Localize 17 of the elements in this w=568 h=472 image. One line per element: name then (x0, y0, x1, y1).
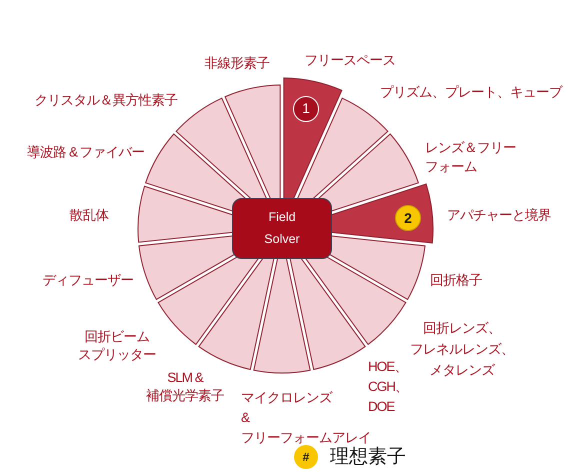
solver-box: Field Solver (232, 198, 332, 259)
legend-symbol: # (302, 450, 310, 464)
segment-label: HOE、CGH、DOE (368, 358, 408, 416)
segment-label: 回折ビームスプリッター (78, 328, 156, 364)
segment-label: ディフューザー (42, 272, 134, 290)
segment-label: アパチャーと境界 (447, 206, 551, 224)
segment-label: レンズ＆フリーフォーム (425, 139, 516, 176)
segment-label: 散乱体 (70, 206, 108, 224)
segment-label: プリズム、プレート、キューブ (380, 84, 562, 102)
segment-label: クリスタル＆異方性素子 (34, 92, 178, 110)
segment-label: 導波路 & ファイバー (27, 144, 145, 162)
segment-label: 回折格子 (430, 272, 482, 290)
segment-label: 非線形素子 (204, 54, 270, 72)
legend-label: 理想素子 (330, 446, 406, 468)
segment-label: 回折レンズ、フレネルレンズ、メタレンズ (410, 320, 514, 380)
segment-label: フリースペース (304, 52, 396, 70)
segment-label: SLM & 補償光学素子 (146, 369, 224, 405)
